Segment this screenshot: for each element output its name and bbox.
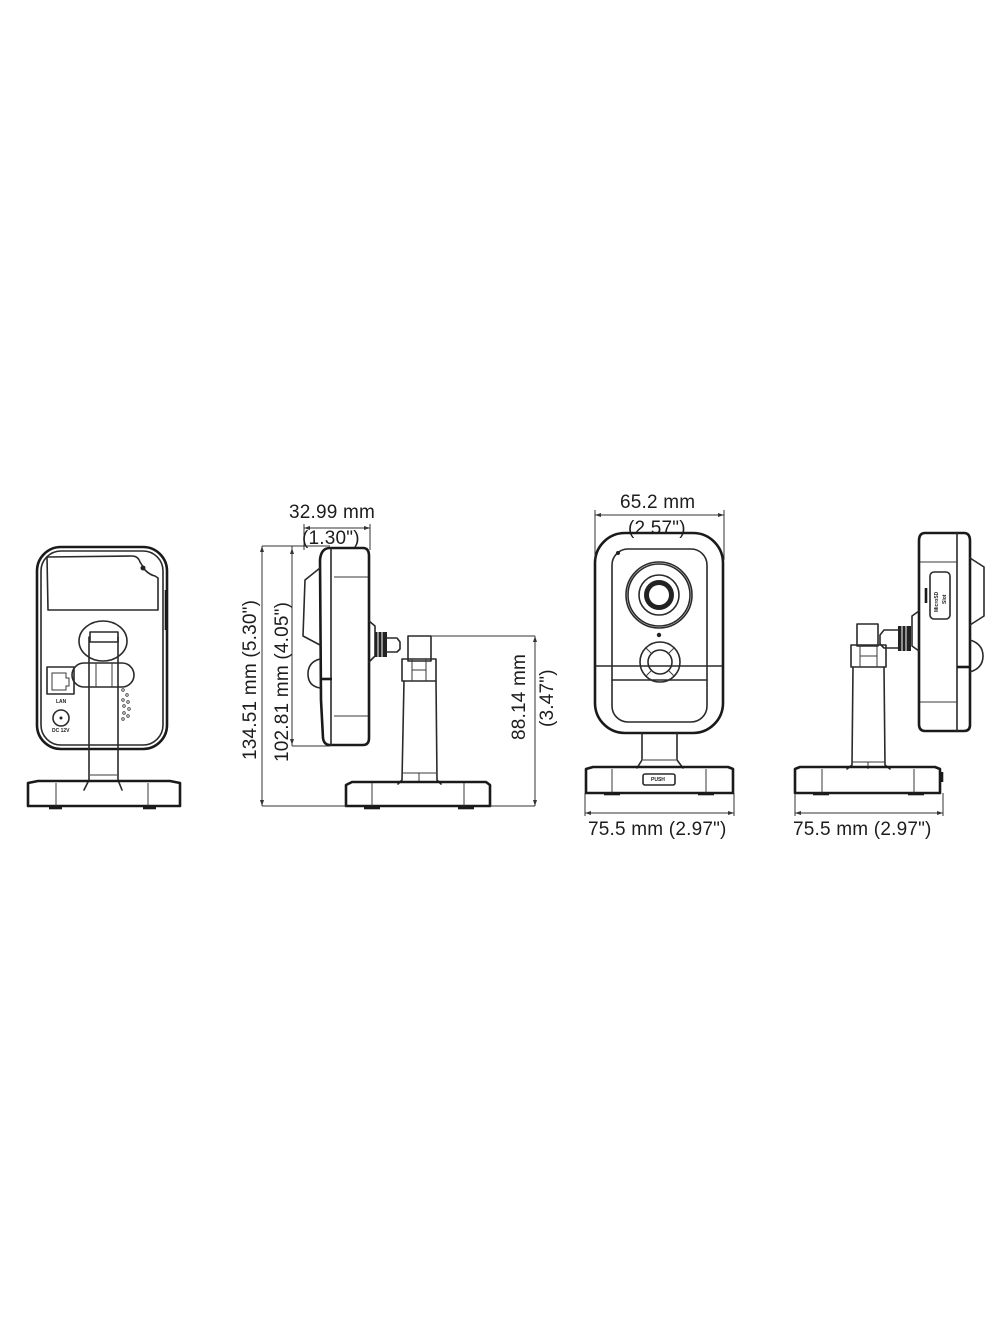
power-port-label: DC 12V bbox=[52, 728, 70, 734]
width-mm-label: 65.2 mm bbox=[620, 492, 696, 513]
base-width-side-label: 75.5 mm (2.97") bbox=[793, 819, 932, 840]
depth-in-label: (1.30") bbox=[302, 528, 360, 549]
lan-port-label: LAN bbox=[56, 699, 67, 705]
sd-slot-label-1: MicroSD bbox=[934, 591, 940, 612]
depth-mm-label: 32.99 mm bbox=[289, 502, 376, 523]
push-button-label: PUSH bbox=[651, 777, 665, 783]
base-width-front-label: 75.5 mm (2.97") bbox=[588, 819, 727, 840]
sd-slot-label-2: Slot bbox=[942, 594, 948, 604]
width-in-label: (2.57") bbox=[628, 518, 686, 539]
